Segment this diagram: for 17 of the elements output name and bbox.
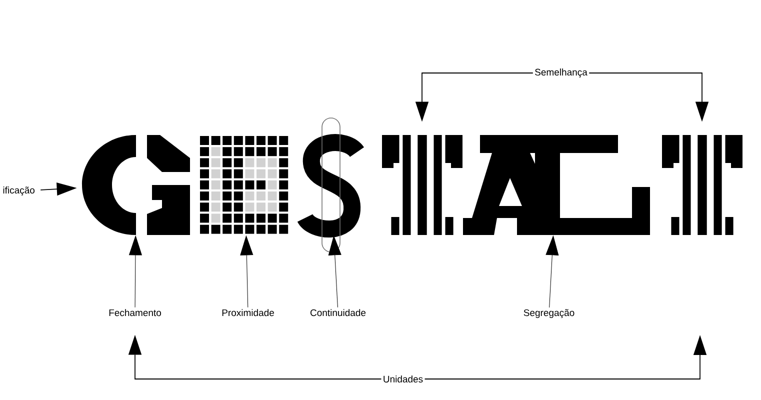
principle-label: Segregação — [524, 309, 574, 318]
group-label: Semelhança — [535, 68, 588, 78]
letter-drawing — [82, 135, 190, 235]
letter-drawing — [200, 136, 288, 234]
letter-drawing — [382, 135, 462, 235]
principle-label: Fechamento — [109, 309, 161, 316]
pointer-arrow — [328, 236, 342, 308]
letter-drawing — [662, 135, 742, 235]
group-label: Unidades — [384, 376, 423, 382]
principle-label: Proximidade — [222, 309, 274, 316]
side-label: ificação — [3, 186, 35, 196]
letter-drawing — [463, 135, 650, 235]
letter-drawing — [298, 118, 364, 252]
principle-label: Continuidade — [310, 309, 366, 316]
pointer-arrow — [546, 236, 559, 308]
pointer-arrow — [240, 236, 254, 308]
pointer-arrow — [128, 236, 142, 308]
